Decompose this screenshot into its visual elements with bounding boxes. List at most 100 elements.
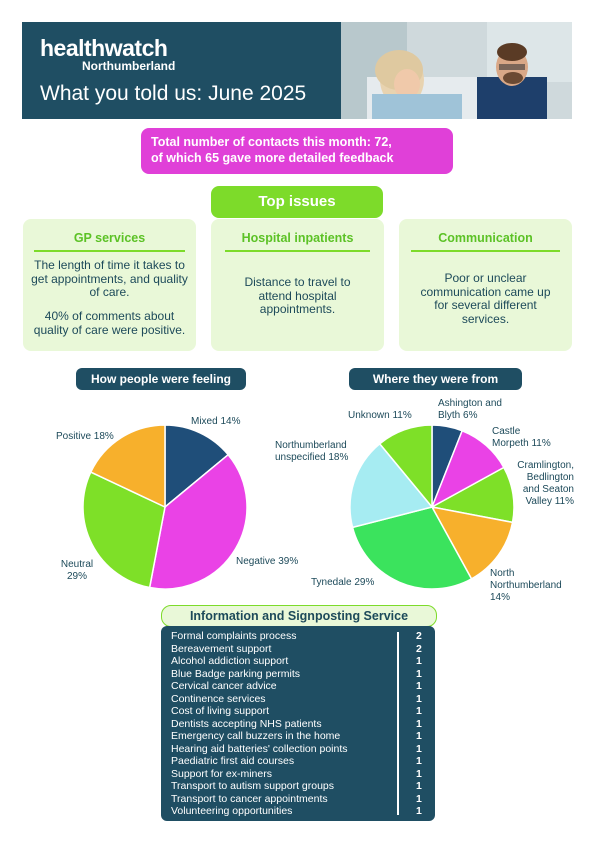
location-chart-title: Where they were from bbox=[349, 368, 522, 390]
info-row-label: Paediatric first aid courses bbox=[171, 755, 295, 767]
info-row-count: 1 bbox=[416, 655, 422, 667]
issue-text: Poor or unclear communication came up fo… bbox=[420, 271, 551, 326]
info-row-label: Formal complaints process bbox=[171, 630, 297, 642]
info-row: Paediatric first aid courses 1 bbox=[171, 755, 427, 768]
pie-label-unspec-line1: Northumberland bbox=[275, 440, 347, 451]
pie-label-cram-line4: Valley 11% bbox=[525, 496, 574, 507]
pie-label-north-northumberland: North Northumberland 14% bbox=[490, 568, 562, 604]
pie-label-cram-line3: and Seaton bbox=[522, 484, 574, 495]
pie-label-cramlington: Cramlington, Bedlington and Seaton Valle… bbox=[500, 460, 574, 508]
pie-label-unspecified: Northumberland unspecified 18% bbox=[275, 440, 348, 464]
pie-label-unspec-line2: unspecified 18% bbox=[275, 452, 349, 463]
pie-label-tynedale: Tynedale 29% bbox=[311, 577, 375, 588]
logo-region: Northumberland bbox=[82, 59, 176, 73]
info-row-label: Support for ex-miners bbox=[171, 767, 272, 780]
info-row-label: Dentists accepting NHS patients bbox=[171, 717, 322, 730]
top-issues-heading: Top issues bbox=[211, 186, 383, 218]
info-row-count: 1 bbox=[416, 780, 422, 792]
info-row: Support for ex-miners 1 bbox=[171, 768, 427, 781]
info-row: Cost of living support 1 bbox=[171, 705, 427, 718]
pie-label-positive: Positive 18% bbox=[56, 431, 114, 442]
issue-text: 40% of comments about quality of care we… bbox=[33, 309, 186, 337]
pie-label-ashington: Ashington and Blyth 6% bbox=[438, 398, 502, 422]
info-row-count: 1 bbox=[416, 692, 422, 705]
issue-text: The length of time it takes to get appoi… bbox=[31, 258, 188, 299]
issue-divider bbox=[225, 250, 370, 252]
info-row-label: Cost of living support bbox=[171, 705, 270, 717]
logo-wordmark: healthwatch bbox=[40, 35, 168, 61]
pie-slice-unknown bbox=[378, 424, 433, 510]
hospital-photo bbox=[327, 22, 572, 119]
feeling-chart-title: How people were feeling bbox=[76, 368, 246, 390]
pie-slice-ashington-and-blyth bbox=[431, 424, 464, 508]
issue-title: Hospital inpatients bbox=[241, 231, 354, 245]
info-row-label: Blue Badge parking permits bbox=[171, 667, 300, 680]
contacts-line-1: Total number of contacts this month: 72, bbox=[151, 135, 392, 149]
info-row: Transport to autism support groups 1 bbox=[171, 780, 427, 793]
pie-label-cram-line2: Bedlington bbox=[526, 472, 574, 483]
pie-slice-northumberland-unspecified bbox=[349, 442, 434, 529]
pie-label-castle-line1: Castle bbox=[492, 426, 521, 437]
pie-label-unknown: Unknown 11% bbox=[348, 410, 412, 421]
info-row: Hearing aid batteries' collection points… bbox=[171, 743, 427, 756]
info-row-count: 1 bbox=[416, 805, 422, 817]
info-row-label: Bereavement support bbox=[171, 642, 272, 655]
pie-label-mixed: Mixed 14% bbox=[191, 416, 241, 427]
info-row-count: 1 bbox=[416, 717, 422, 730]
info-row-label: Hearing aid batteries' collection points bbox=[171, 742, 348, 755]
info-row: Transport to cancer appointments 1 bbox=[171, 793, 427, 806]
info-row-label: Cervical cancer advice bbox=[171, 680, 277, 692]
info-row-count: 1 bbox=[416, 667, 422, 680]
issue-divider bbox=[411, 250, 560, 252]
issue-title: GP services bbox=[73, 231, 146, 245]
info-service-title: Information and Signposting Service bbox=[161, 605, 437, 627]
issue-divider bbox=[34, 250, 185, 252]
info-row: Volunteering opportunities 1 bbox=[171, 805, 427, 818]
info-row-count: 1 bbox=[416, 742, 422, 755]
pie-label-neutral: Neutral 29% bbox=[58, 559, 96, 583]
info-row-label: Alcohol addiction support bbox=[171, 655, 289, 667]
header-banner: healthwatch Northumberland What you told… bbox=[22, 22, 572, 119]
pie-label-neutral-value: 29% bbox=[66, 571, 87, 582]
issue-card-communication: Communication Poor or unclear communicat… bbox=[399, 219, 572, 351]
info-row-count: 1 bbox=[416, 680, 422, 692]
page-title: What you told us: June 2025 bbox=[40, 82, 307, 105]
info-row: Continence services 1 bbox=[171, 693, 427, 706]
info-row-count: 1 bbox=[416, 792, 422, 805]
info-row-label: Emergency call buzzers in the home bbox=[171, 730, 341, 742]
contacts-summary: Total number of contacts this month: 72,… bbox=[141, 128, 453, 174]
contacts-line-2: of which 65 gave more detailed feedback bbox=[151, 151, 394, 165]
info-row-count: 1 bbox=[416, 705, 422, 717]
pie-slice-mixed bbox=[164, 424, 230, 509]
info-row-count: 1 bbox=[416, 755, 422, 767]
pie-label-neutral-name: Neutral bbox=[60, 559, 94, 570]
issue-text: Distance to travel to attend hospital ap… bbox=[244, 275, 351, 316]
info-row: Bereavement support 2 bbox=[171, 643, 427, 656]
pie-label-cram-line1: Cramlington, bbox=[517, 460, 574, 471]
info-row: Emergency call buzzers in the home 1 bbox=[171, 730, 427, 743]
pie-label-negative: Negative 39% bbox=[236, 556, 299, 567]
info-row-count: 2 bbox=[416, 642, 422, 655]
info-row: Dentists accepting NHS patients 1 bbox=[171, 718, 427, 731]
pie-label-north-line2: Northumberland bbox=[490, 580, 562, 591]
issue-title: Communication bbox=[438, 231, 533, 245]
healthwatch-logo: healthwatch Northumberland bbox=[40, 36, 175, 72]
issue-card-hospital-inpatients: Hospital inpatients Distance to travel t… bbox=[211, 219, 384, 351]
info-row-label: Transport to autism support groups bbox=[171, 780, 335, 792]
pie-slice-negative bbox=[148, 453, 248, 590]
pie-label-castle-line2: Morpeth 11% bbox=[492, 438, 551, 449]
info-row: Blue Badge parking permits 1 bbox=[171, 668, 427, 681]
info-row: Alcohol addiction support 1 bbox=[171, 655, 427, 668]
issue-card-gp-services: GP services The length of time it takes … bbox=[23, 219, 196, 351]
pie-label-north-line1: North bbox=[490, 568, 515, 579]
pie-label-ashington-line1: Ashington and bbox=[438, 398, 502, 409]
pie-label-castle-morpeth: Castle Morpeth 11% bbox=[492, 426, 551, 450]
info-row: Cervical cancer advice 1 bbox=[171, 680, 427, 693]
info-row-label: Volunteering opportunities bbox=[171, 805, 293, 817]
info-row-label: Transport to cancer appointments bbox=[171, 792, 328, 805]
info-row-label: Continence services bbox=[171, 692, 266, 705]
info-row-count: 1 bbox=[416, 767, 422, 780]
info-row-count: 1 bbox=[416, 730, 422, 742]
